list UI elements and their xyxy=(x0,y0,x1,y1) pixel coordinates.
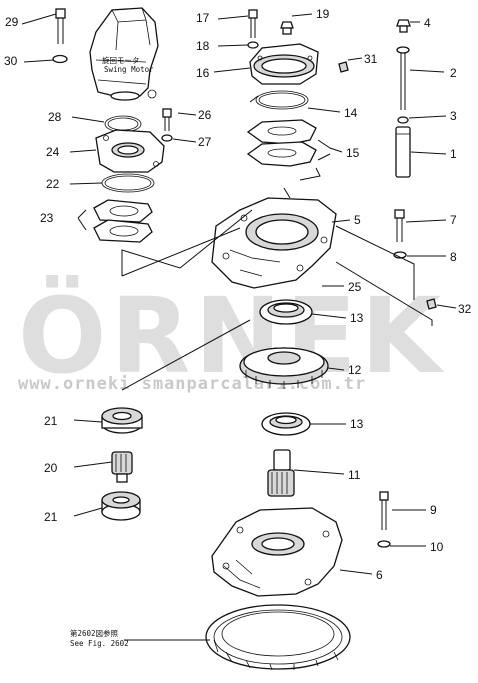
label-13-upper: 13 xyxy=(350,311,364,325)
plug-31 xyxy=(338,61,349,73)
label-2: 2 xyxy=(450,66,457,80)
o-ring-22 xyxy=(101,173,155,193)
leader-lines xyxy=(21,13,457,641)
label-6: 6 xyxy=(376,568,383,582)
label-30: 30 xyxy=(4,54,18,68)
label-32: 32 xyxy=(458,302,472,316)
label-5: 5 xyxy=(354,213,361,227)
label-13-lower: 13 xyxy=(350,417,364,431)
bolt-26 xyxy=(162,108,172,131)
label-29: 29 xyxy=(5,15,19,29)
washer-27 xyxy=(161,134,173,142)
label-31: 31 xyxy=(364,52,378,66)
ring-gear xyxy=(205,604,351,671)
dipstick-2 xyxy=(396,46,410,110)
label-19: 19 xyxy=(316,7,330,21)
breather-4 xyxy=(396,19,411,33)
label-23: 23 xyxy=(40,211,54,225)
bearing-13-lower xyxy=(261,412,311,436)
shim-23 xyxy=(93,199,153,243)
label-20: 20 xyxy=(44,461,58,475)
bolt-17 xyxy=(248,9,258,38)
housing-6 xyxy=(211,507,343,597)
pinion-shaft-11 xyxy=(267,449,295,497)
bolt-7 xyxy=(394,209,405,242)
washer-10 xyxy=(377,540,391,548)
label-12: 12 xyxy=(348,363,362,377)
housing-5 xyxy=(211,197,337,289)
motor-note-en: Swing Motor xyxy=(104,65,154,74)
housing-24 xyxy=(95,129,165,173)
o-ring-14 xyxy=(255,90,309,110)
shim-15 xyxy=(246,119,317,167)
label-22: 22 xyxy=(46,177,60,191)
cover-16 xyxy=(249,43,319,85)
label-11: 11 xyxy=(348,468,361,482)
label-1: 1 xyxy=(450,147,457,161)
label-25: 25 xyxy=(348,280,362,294)
label-3: 3 xyxy=(450,109,457,123)
breather-19 xyxy=(280,21,294,35)
gear-12 xyxy=(239,347,329,389)
label-26: 26 xyxy=(198,108,212,122)
label-7: 7 xyxy=(450,213,457,227)
washer-8 xyxy=(393,251,407,259)
bearing-21-lower xyxy=(101,491,141,521)
bolt-9 xyxy=(379,491,389,530)
label-14: 14 xyxy=(344,106,358,120)
bolt-29 xyxy=(55,8,66,44)
watermark-title: ÖRNEK xyxy=(18,275,445,397)
label-27: 27 xyxy=(198,135,212,149)
label-16: 16 xyxy=(196,66,210,80)
label-24: 24 xyxy=(46,145,60,159)
label-4: 4 xyxy=(424,16,431,30)
label-15: 15 xyxy=(346,146,360,160)
label-21-upper: 21 xyxy=(44,414,58,428)
pipe-1 xyxy=(395,126,411,178)
ref-note-en: See Fig. 2602 xyxy=(70,639,129,648)
label-21-lower: 21 xyxy=(44,510,58,524)
bearing-21-upper xyxy=(101,407,143,434)
label-10: 10 xyxy=(430,540,444,554)
washer-30 xyxy=(52,54,68,64)
o-ring-3 xyxy=(397,116,409,124)
bearing-13-upper xyxy=(259,299,313,325)
washer-18 xyxy=(247,41,259,49)
motor-note-jp: 旋回モータ xyxy=(102,55,140,65)
label-9: 9 xyxy=(430,503,437,517)
plug-32 xyxy=(426,298,437,310)
guide-lines xyxy=(121,95,433,391)
label-28: 28 xyxy=(48,110,62,124)
label-8: 8 xyxy=(450,250,457,264)
label-17: 17 xyxy=(196,11,210,25)
ref-note-jp: 第2602図参照 xyxy=(70,628,119,638)
gear-20 xyxy=(111,451,133,483)
label-18: 18 xyxy=(196,39,210,53)
swing-motor xyxy=(89,7,159,101)
